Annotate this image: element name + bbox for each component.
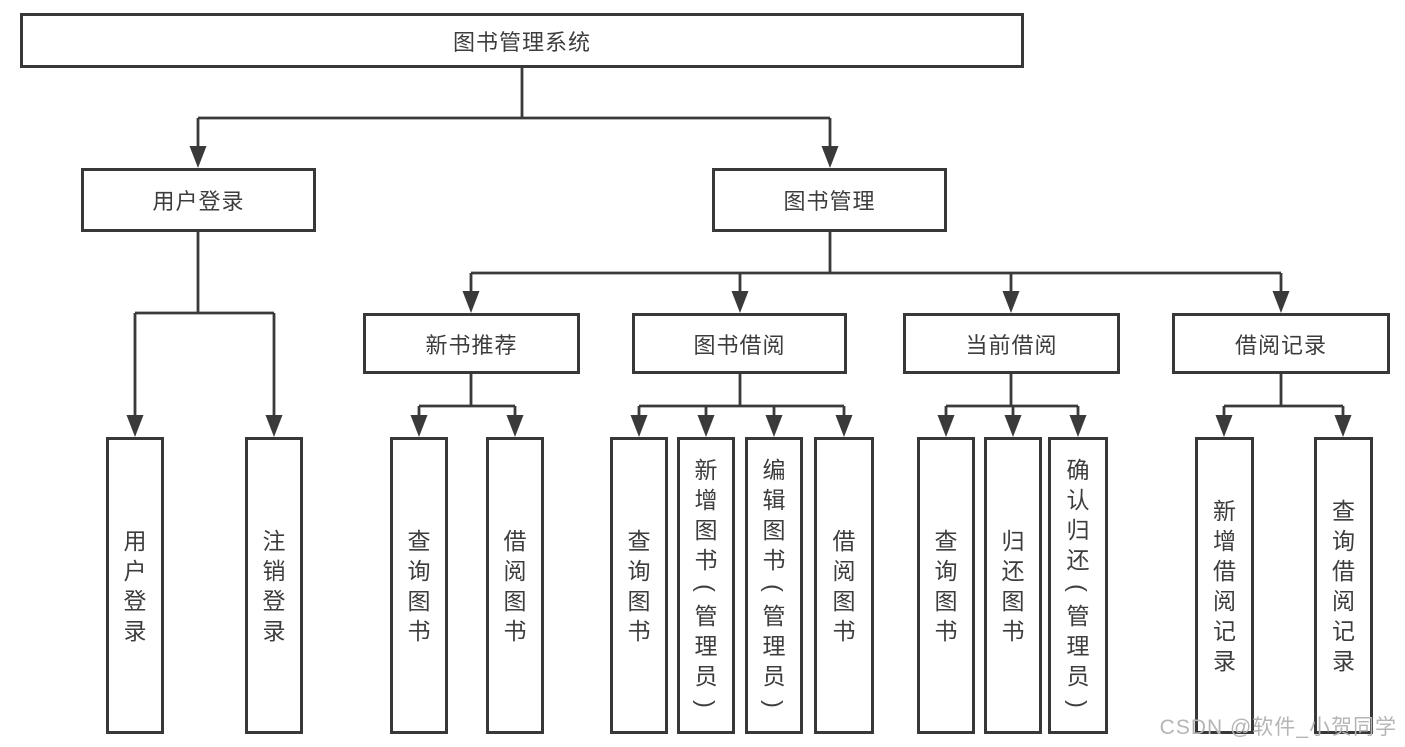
node-leaf-query-books-current-label: 查询图书 [934,527,958,644]
node-book-management: 图书管理 [712,168,947,232]
node-leaf-user-login: 用户登录 [106,437,164,734]
node-leaf-confirm-return-admin: 确认归还(管理员) [1048,437,1108,734]
node-leaf-query-borrow-record-label: 查询借阅记录 [1332,497,1355,674]
node-book-borrow-label: 图书借阅 [693,332,786,358]
node-user-login-label: 用户登录 [152,189,245,214]
node-leaf-add-borrow-record-label: 新增借阅记录 [1213,497,1236,674]
node-leaf-query-books-recommend-label: 查询图书 [407,527,431,644]
node-leaf-borrow-books-recommend-label: 借阅图书 [503,527,527,644]
node-leaf-confirm-return-admin-label: 确认归还(管理员) [1064,456,1091,708]
node-book-management-label: 图书管理 [783,189,876,214]
node-borrow-records-label: 借阅记录 [1234,332,1327,358]
node-leaf-return-book-label: 归还图书 [1001,527,1025,644]
node-leaf-logout-label: 注销登录 [262,527,286,644]
node-leaf-query-books-recommend: 查询图书 [390,437,448,734]
node-leaf-edit-book-admin-label: 编辑图书(管理员) [760,456,787,708]
node-leaf-query-borrow-record: 查询借阅记录 [1314,437,1373,734]
node-leaf-borrow-books-label: 借阅图书 [832,527,856,644]
node-leaf-add-book-admin: 新增图书(管理员) [677,437,735,734]
watermark: CSDN @软件_小贺同学 [1159,716,1397,739]
node-new-book-recommend: 新书推荐 [363,313,580,374]
node-leaf-user-login-label: 用户登录 [123,527,147,644]
node-borrow-records: 借阅记录 [1172,313,1390,374]
node-current-borrow-label: 当前借阅 [965,332,1058,358]
node-leaf-query-books-current: 查询图书 [917,437,975,734]
node-leaf-logout: 注销登录 [245,437,303,734]
node-root: 图书管理系统 [20,13,1024,68]
node-user-login: 用户登录 [81,168,316,232]
node-current-borrow: 当前借阅 [903,313,1120,374]
node-root-label: 图书管理系统 [452,29,591,55]
node-leaf-borrow-books: 借阅图书 [814,437,874,734]
node-book-borrow: 图书借阅 [632,313,847,374]
node-leaf-query-books-borrow: 查询图书 [610,437,668,734]
node-leaf-add-borrow-record: 新增借阅记录 [1195,437,1254,734]
node-new-book-recommend-label: 新书推荐 [425,332,518,358]
node-leaf-return-book: 归还图书 [984,437,1042,734]
node-leaf-add-book-admin-label: 新增图书(管理员) [692,456,719,708]
node-leaf-edit-book-admin: 编辑图书(管理员) [745,437,803,734]
node-leaf-query-books-borrow-label: 查询图书 [627,527,651,644]
node-leaf-borrow-books-recommend: 借阅图书 [486,437,544,734]
